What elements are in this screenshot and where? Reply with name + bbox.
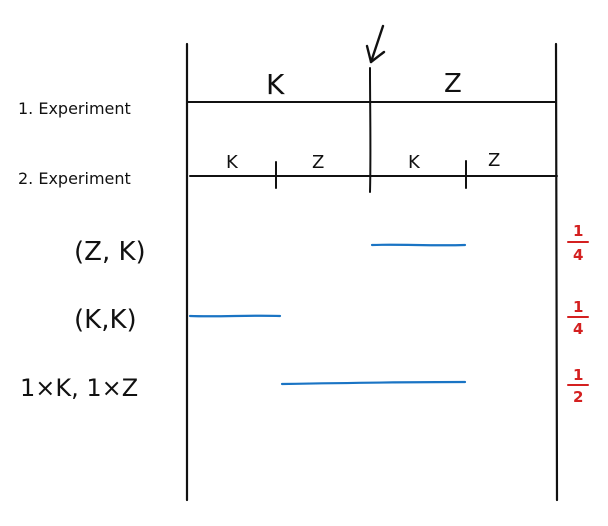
first-experiment-label: 1. Experiment xyxy=(18,99,131,118)
event-bar-zk xyxy=(370,243,467,247)
first-outcome-k: K xyxy=(266,68,285,101)
right-border-line xyxy=(554,42,559,502)
first-experiment-line xyxy=(187,100,557,104)
second-experiment-label: 2. Experiment xyxy=(18,169,131,188)
event-bar-kk xyxy=(188,314,282,318)
second-outcome-z2: Z xyxy=(488,150,500,171)
second-experiment-line xyxy=(189,174,558,178)
first-outcome-z: Z xyxy=(444,69,462,99)
second-outcome-z1: Z xyxy=(312,152,324,173)
probability-zk-numerator: 1 xyxy=(573,222,583,240)
second-outcome-k1: K xyxy=(226,152,239,173)
event-label-kk: (K,K) xyxy=(74,305,137,335)
probability-zk: 1 4 xyxy=(567,222,589,264)
probability-kk-numerator: 1 xyxy=(573,298,583,316)
probability-kk: 1 4 xyxy=(567,298,589,338)
probability-kk-denominator: 4 xyxy=(573,320,583,338)
arrow-down-icon xyxy=(365,24,386,64)
event-label-mixed: 1×K, 1×Z xyxy=(20,374,138,402)
probability-mixed: 1 2 xyxy=(567,366,589,406)
event-bar-mixed xyxy=(280,380,467,386)
probability-zk-denominator: 4 xyxy=(573,246,583,264)
probability-mixed-numerator: 1 xyxy=(573,366,583,384)
event-label-zk: (Z, K) xyxy=(74,237,146,267)
probability-mixed-denominator: 2 xyxy=(573,388,583,406)
second-outcome-k2: K xyxy=(408,152,421,173)
